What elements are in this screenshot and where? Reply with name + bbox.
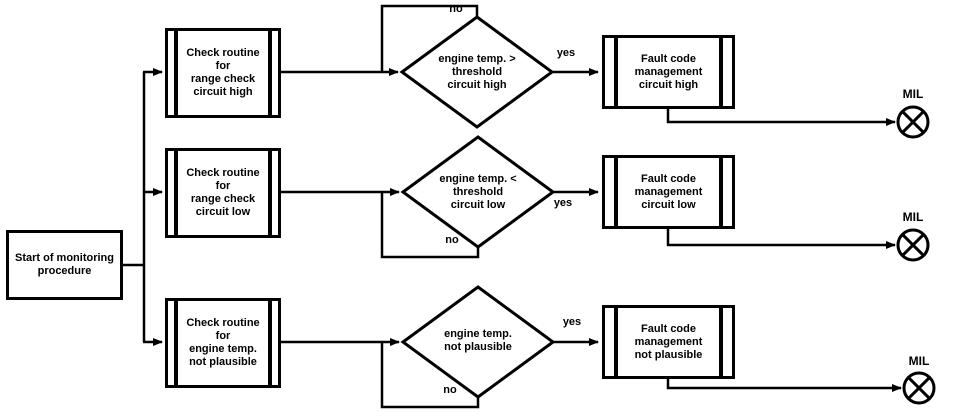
label-line: circuit high [638, 78, 699, 91]
fault-code-node-circuit-high: Fault code management circuit high [602, 35, 735, 109]
label-line: circuit low [195, 206, 251, 218]
no-branch-label: no [443, 384, 457, 396]
check-routine-node-circuit-low: Check routine for range check circuit lo… [165, 148, 281, 238]
label-line: management [634, 335, 703, 348]
label-line: engine temp. > [438, 53, 516, 65]
check-routine-label: Check routine for engine temp. not plaus… [168, 317, 278, 369]
decision-shape-1 [399, 15, 555, 129]
fault-code-node-circuit-low: Fault code management circuit low [602, 155, 735, 229]
mil-label: MIL [902, 87, 924, 101]
label-line: engine temp. [189, 343, 257, 355]
predefined-process-bar [719, 38, 723, 106]
label-line: Check routine [186, 47, 260, 59]
label-line: circuit low [641, 198, 696, 211]
label-line: circuit high [447, 79, 507, 91]
mil-lamp-cross-2 [901, 233, 925, 257]
check-routine-label: Check routine for range check circuit hi… [168, 47, 278, 99]
check-routine-label: Check routine for range check circuit lo… [168, 167, 278, 219]
label-line: Check routine [186, 167, 260, 179]
label-line: management [634, 185, 703, 198]
label-line: Start of monitoring [15, 252, 114, 264]
label-line: not plausible [189, 356, 257, 368]
label-line: engine temp. [444, 328, 512, 340]
predefined-process-bar [268, 301, 272, 385]
label-line: threshold [452, 186, 504, 198]
predefined-process-bar [719, 308, 723, 376]
fault-code-label: Fault code management circuit low [605, 173, 732, 212]
label-line: range check [190, 193, 256, 205]
predefined-process-bar [174, 151, 178, 235]
no-loop-1 [380, 4, 479, 72]
yes-branch-label: yes [556, 47, 576, 59]
label-line: for [215, 60, 231, 72]
mil-label: MIL [902, 210, 924, 224]
predefined-process-bar [614, 158, 618, 226]
yes-branch-label: yes [553, 197, 573, 209]
mil-line-2 [666, 229, 896, 249]
fault-code-node-not-plausible: Fault code management not plausible [602, 305, 735, 379]
decision-label-circuit-low: engine temp. < threshold circuit low [403, 173, 553, 212]
no-branch-label: no [449, 3, 463, 15]
predefined-process-bar [174, 301, 178, 385]
label-line: for [215, 330, 231, 342]
predefined-process-bar [268, 31, 272, 115]
check-routine-node-not-plausible: Check routine for engine temp. not plaus… [165, 298, 281, 388]
label-line: circuit low [450, 199, 506, 211]
mil-label: MIL [908, 354, 930, 368]
start-node: Start of monitoring procedure [6, 230, 123, 300]
predefined-process-bar [174, 31, 178, 115]
decision-shape-2 [400, 135, 556, 249]
mil-line-3 [666, 379, 902, 392]
label-line: Fault code [640, 322, 696, 335]
no-loop-2 [380, 192, 480, 259]
check-routine-node-circuit-high: Check routine for range check circuit hi… [165, 28, 281, 118]
label-line: engine temp. < [439, 173, 517, 185]
mil-line-1 [666, 109, 896, 126]
predefined-process-bar [614, 308, 618, 376]
label-line: threshold [451, 66, 503, 78]
label-line: circuit high [193, 86, 253, 98]
no-loop-3 [380, 342, 480, 409]
yes-branch-label: yes [562, 316, 582, 328]
label-line: procedure [37, 265, 92, 277]
label-line: range check [190, 73, 256, 85]
label-line: for [215, 180, 231, 192]
label-line: Check routine [186, 317, 260, 329]
fault-code-label: Fault code management circuit high [605, 53, 732, 92]
label-line: Fault code [640, 52, 696, 65]
decision-label-circuit-high: engine temp. > threshold circuit high [402, 53, 552, 92]
start-node-label: Start of monitoring procedure [9, 252, 120, 278]
predefined-process-bar [719, 158, 723, 226]
decision-label-not-plausible: engine temp. not plausible [403, 328, 553, 354]
no-branch-label: no [445, 234, 459, 246]
decision-shape-3 [400, 285, 556, 399]
predefined-process-bar [268, 151, 272, 235]
label-line: not plausible [444, 341, 512, 353]
mil-lamp-cross-1 [901, 110, 925, 134]
predefined-process-bar [614, 38, 618, 106]
label-line: Fault code [640, 172, 696, 185]
fault-code-label: Fault code management not plausible [605, 323, 732, 362]
label-line: not plausible [634, 348, 703, 361]
mil-lamp-cross-3 [907, 376, 931, 400]
label-line: management [634, 65, 703, 78]
